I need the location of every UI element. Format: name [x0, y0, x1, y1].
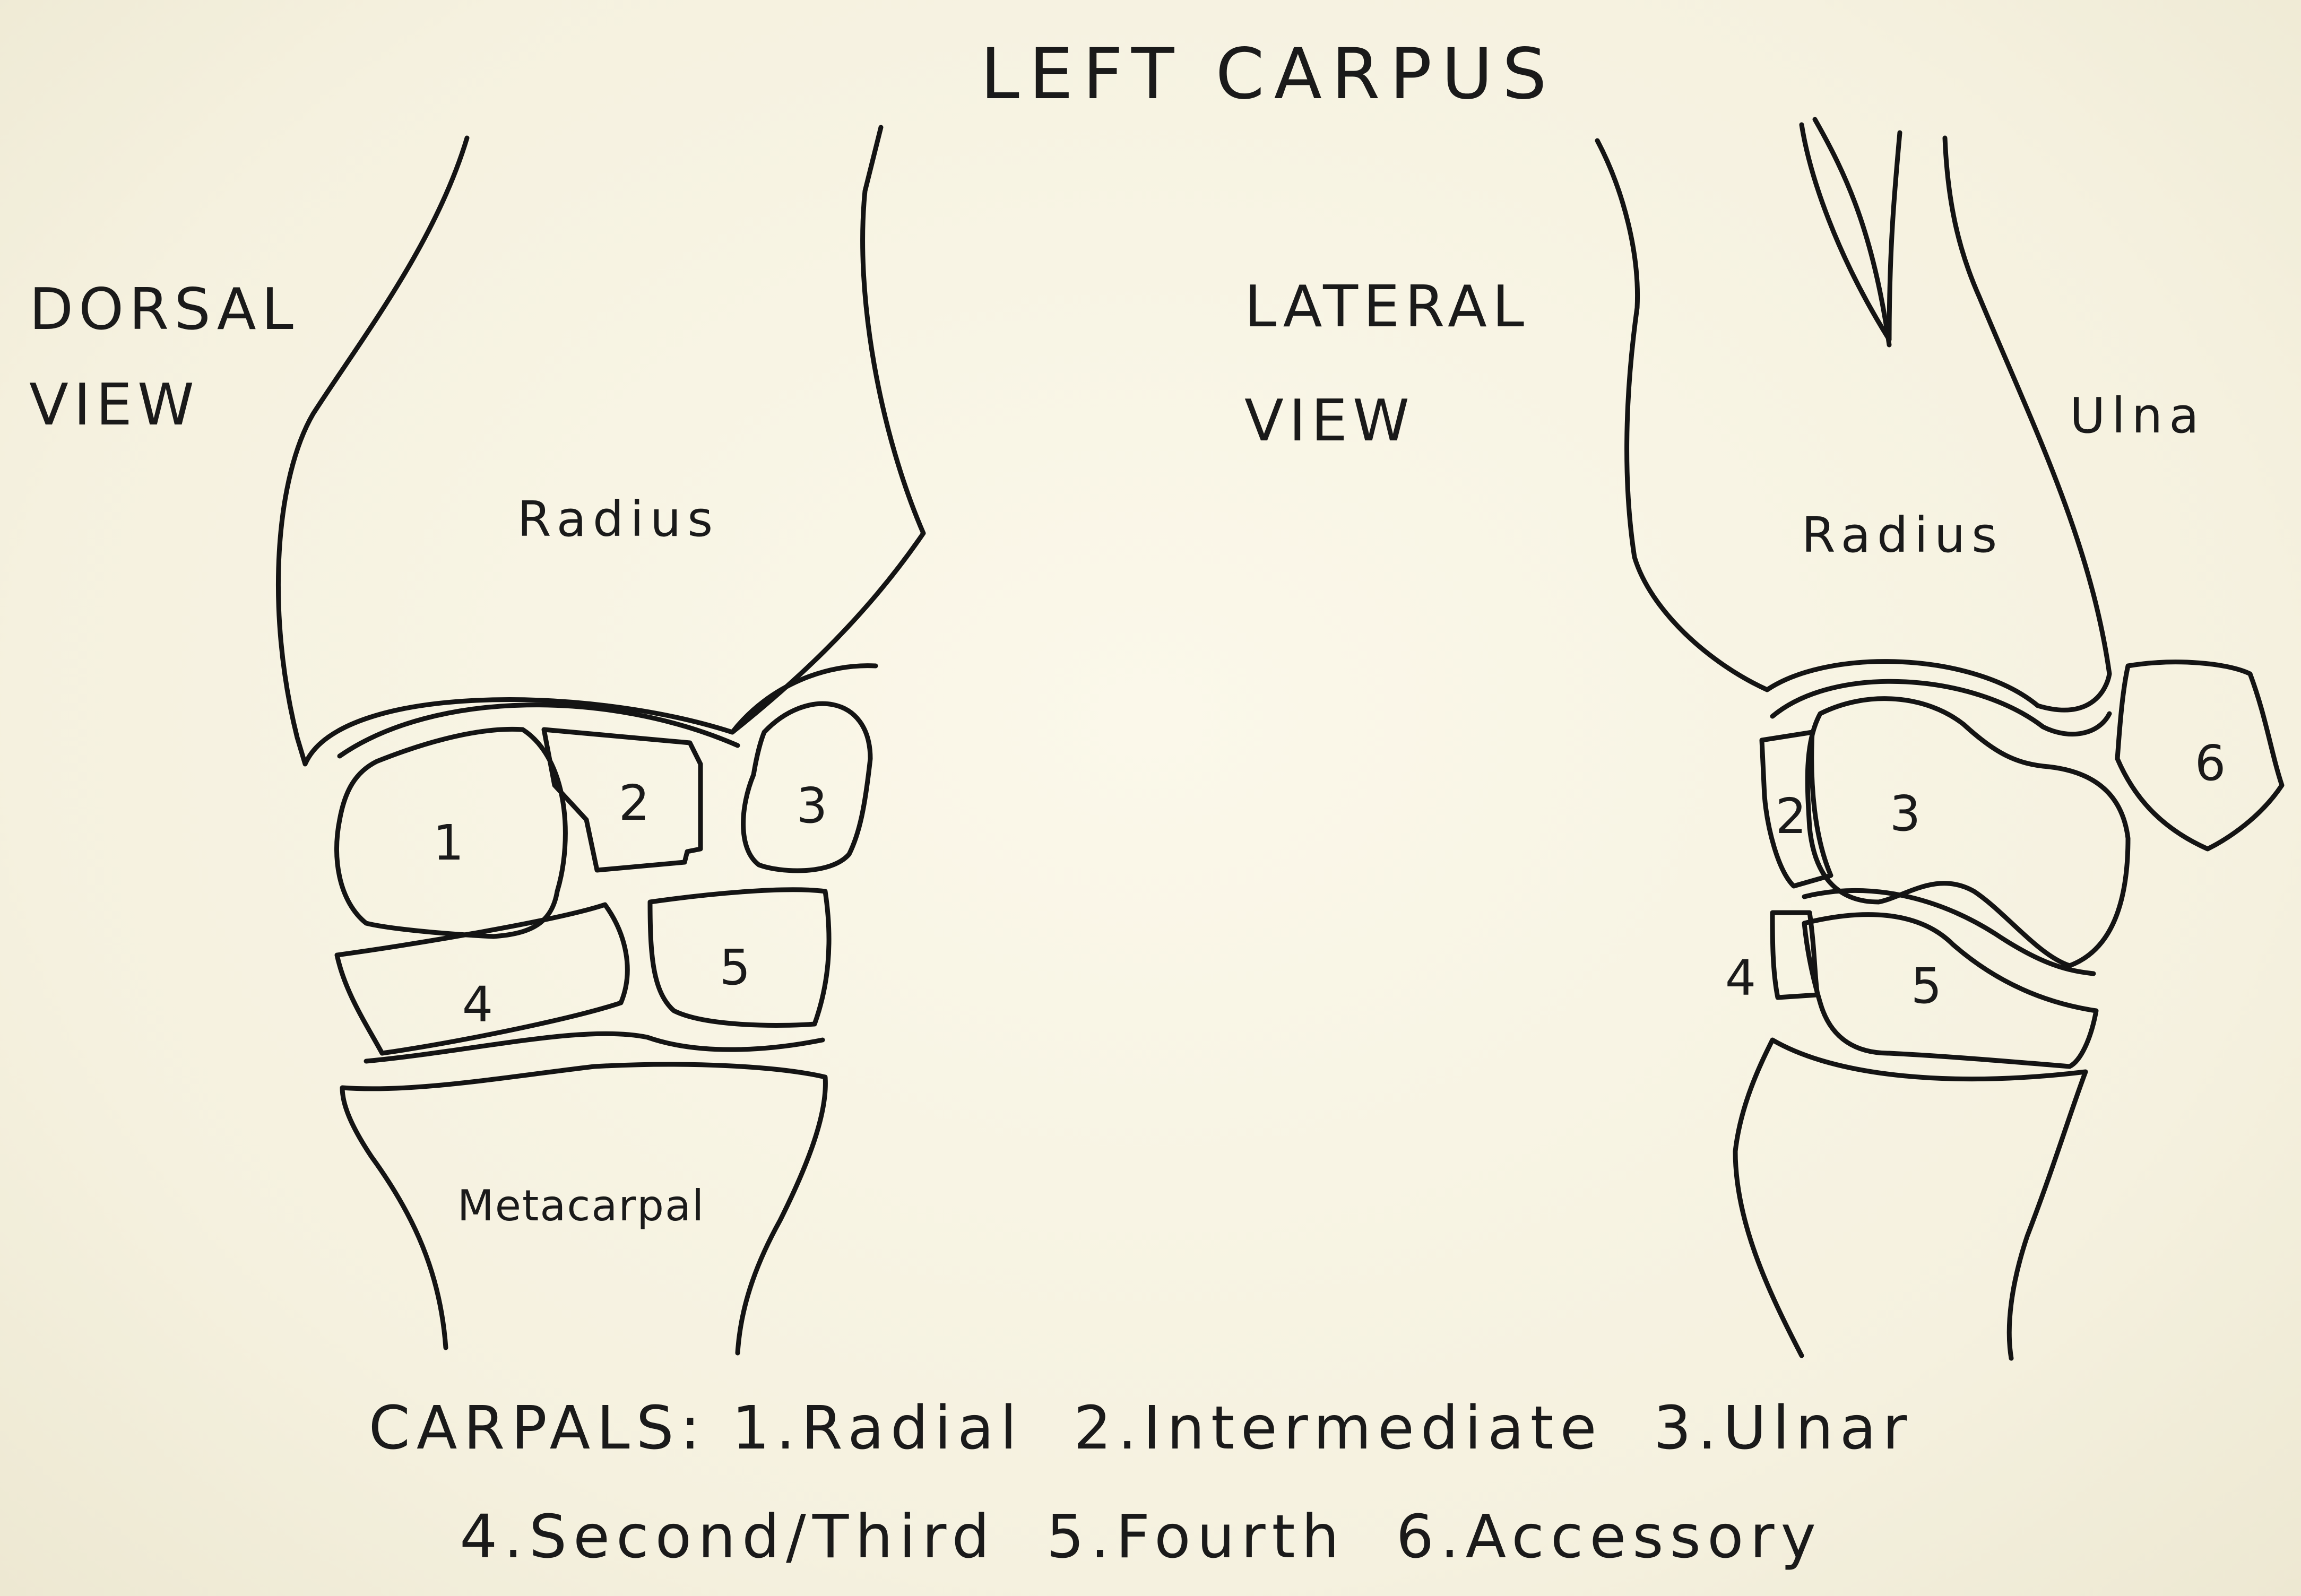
lateral-radius-label: Radius — [1802, 507, 2003, 563]
lateral-view-label-line1: LATERAL — [1244, 274, 1529, 340]
dorsal-carpal-1-number: 1 — [433, 814, 464, 871]
lateral-radius-outline — [1597, 138, 2109, 710]
dorsal-view-label-line1: DORSAL — [29, 276, 299, 343]
dorsal-view-label-line2: VIEW — [29, 372, 200, 438]
lateral-carpal-4-number: 4 — [1725, 950, 1757, 1007]
diagram-title: LEFT CARPUS — [980, 33, 1556, 115]
dorsal-proximal-joint-line-right — [732, 666, 876, 732]
dorsal-carpal-3-number: 3 — [797, 777, 828, 834]
lateral-carpal-3-number: 3 — [1890, 785, 1921, 842]
dorsal-proximal-joint-line — [340, 705, 738, 756]
legend-line-2: 4.Second/Third 5.Fourth 6.Accessory — [460, 1503, 1822, 1572]
lateral-ulna-fork-line-2 — [1889, 133, 1900, 340]
lateral-carpal-2-number: 2 — [1776, 788, 1807, 845]
dorsal-carpal-5-number: 5 — [720, 939, 751, 996]
dorsal-carpal-2-number: 2 — [619, 775, 650, 831]
lateral-view-label-line2: VIEW — [1244, 388, 1415, 454]
lateral-metacarpal-outline — [1735, 1040, 2086, 1358]
legend-line-1: CARPALS: 1.Radial 2.Intermediate 3.Ulnar — [369, 1394, 1914, 1463]
dorsal-metacarpal-label: Metacarpal — [457, 1181, 705, 1230]
dorsal-radius-label: Radius — [517, 491, 719, 548]
lateral-view: LATERAL VIEW 6 3 2 5 4 Radius Ulna — [1244, 119, 2282, 1358]
dorsal-view: DORSAL VIEW 1 2 3 4 5 Metacarpal Radius — [29, 127, 923, 1353]
dorsal-distal-joint-line — [366, 1034, 823, 1061]
dorsal-carpal-4-number: 4 — [462, 976, 494, 1033]
lateral-carpal-5-number: 5 — [1911, 958, 1942, 1014]
lateral-carpal-6-number: 6 — [2195, 735, 2226, 792]
lateral-carpal-3-ulnar — [1807, 699, 2128, 966]
lateral-ulna-label: Ulna — [2070, 387, 2205, 444]
lateral-ulna-outline — [1802, 125, 1889, 340]
lateral-carpal-5-fourth — [1804, 915, 2096, 1066]
lateral-ulna-fork-line-1 — [1815, 119, 1889, 345]
lateral-distal-joint-line — [1804, 890, 2094, 974]
carpals-legend: CARPALS: 1.Radial 2.Intermediate 3.Ulnar… — [369, 1394, 1914, 1572]
